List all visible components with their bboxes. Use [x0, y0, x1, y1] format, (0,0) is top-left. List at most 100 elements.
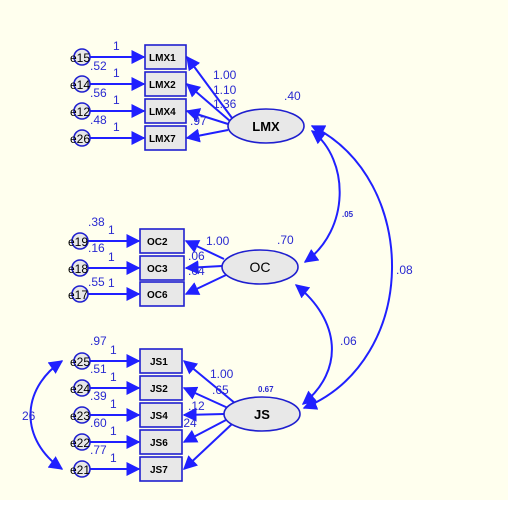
js-block: JS1 JS2 JS4 JS6 JS7 e25 e24 e23 e22 e21 … [70, 334, 301, 482]
error-variance-e14: .56 [90, 86, 107, 100]
error-circle-e12 [73, 102, 91, 120]
fixed-path-e19: 1 [108, 223, 115, 237]
error-variance-e25: .97 [90, 334, 107, 348]
indicator-js4: JS4 [150, 411, 168, 422]
error-label-e12: e12 [70, 105, 90, 119]
error-label-e22: e22 [70, 436, 90, 450]
error-circle-e24 [73, 379, 91, 397]
fixed-path-e15: 1 [113, 39, 120, 53]
indicator-js6: JS6 [150, 438, 168, 449]
error-variance-e24: .51 [90, 362, 107, 376]
loading-label-js1: 1.00 [210, 367, 234, 381]
indicator-oc2-box [139, 228, 185, 254]
indicator-lmx1-box [144, 44, 187, 70]
loading-js-js1 [182, 360, 237, 405]
error-circle-e22 [73, 433, 91, 451]
error-variance-e21: .77 [90, 443, 107, 457]
indicator-js6-box [139, 429, 183, 455]
loading-label-lmx4: 1.36 [213, 97, 237, 111]
loading-label-lmx2: 1.10 [213, 83, 237, 97]
loading-oc-oc3 [184, 260, 223, 275]
error-label-e15: e15 [70, 51, 90, 65]
error-variance-e19: .38 [88, 215, 105, 229]
error-variance-e15: .52 [90, 59, 107, 73]
covariance-lmx-js [302, 125, 393, 410]
error-circle-e15 [73, 48, 91, 66]
error-label-e18: e18 [68, 262, 88, 276]
fixed-path-e26: 1 [113, 120, 120, 134]
cov-lmx-js-label: .08 [396, 263, 413, 277]
latent-oc-variance: .70 [277, 233, 294, 247]
loading-label-js4: .12 [188, 399, 205, 413]
fixed-path-e21: 1 [110, 451, 117, 465]
fixed-path-e22: 1 [110, 424, 117, 438]
cov-e25-e21-label: 26 [22, 409, 36, 423]
loading-label-oc6: .04 [188, 264, 205, 278]
fixed-path-e17: 1 [108, 276, 115, 290]
error-circle-e23 [73, 406, 91, 424]
loading-lmx-lmx1 [186, 55, 233, 119]
error-label-e23: e23 [70, 409, 90, 423]
loading-js-js4 [182, 407, 225, 422]
indicator-lmx2: LMX2 [149, 80, 176, 91]
indicator-oc6: OC6 [147, 290, 168, 301]
fixed-path-e23: 1 [110, 397, 117, 411]
indicator-js2: JS2 [150, 384, 168, 395]
error-variance-e17: .55 [88, 275, 105, 289]
indicator-js2-box [139, 375, 183, 401]
indicator-lmx7: LMX7 [149, 134, 176, 145]
indicator-lmx4-box [144, 98, 187, 124]
indicator-lmx2-box [144, 71, 187, 97]
loading-js-js6 [182, 419, 227, 443]
latent-oc [221, 249, 299, 285]
latent-js-variance: 0.67 [258, 385, 274, 394]
error-label-e17: e17 [68, 288, 88, 302]
error-label-e19: e19 [68, 235, 88, 249]
cov-oc-js-label: .06 [340, 334, 357, 348]
loading-label-js6: .24 [180, 416, 197, 430]
latent-js [223, 396, 301, 432]
fixed-path-e25: 1 [110, 343, 117, 357]
indicator-js7-box [139, 456, 183, 482]
error-circle-e21 [73, 460, 91, 478]
loading-js-js2 [182, 386, 229, 409]
error-circle-e18 [71, 259, 89, 277]
latent-lmx-label: LMX [252, 119, 280, 134]
loading-js-js7 [182, 423, 233, 470]
error-label-e24: e24 [70, 382, 90, 396]
loading-label-lmx7: .97 [190, 114, 207, 128]
loading-label-js2: .65 [212, 383, 229, 397]
latent-js-label: JS [254, 407, 270, 422]
latent-oc-label: OC [250, 259, 271, 275]
indicator-js7: JS7 [150, 465, 168, 476]
oc-block: OC2 OC3 OC6 e19 e18 e17 .38 .16 .55 1 1 … [68, 215, 299, 307]
indicator-js1: JS1 [150, 357, 168, 368]
error-label-e25: e25 [70, 355, 90, 369]
latent-lmx-variance: .40 [284, 89, 301, 103]
fixed-path-e12: 1 [113, 93, 120, 107]
fixed-path-e24: 1 [110, 370, 117, 384]
indicator-lmx4: LMX4 [149, 107, 176, 118]
error-label-e14: e14 [70, 78, 90, 92]
cov-lmx-oc-label: .05 [342, 210, 354, 219]
error-variance-e23: .39 [90, 389, 107, 403]
indicator-oc3: OC3 [147, 264, 168, 275]
error-label-e26: e26 [70, 132, 90, 146]
loading-label-lmx1: 1.00 [213, 68, 237, 82]
loading-label-oc2: 1.00 [206, 234, 230, 248]
error-circle-e14 [73, 75, 91, 93]
loading-oc-oc2 [184, 240, 225, 260]
loading-lmx-lmx7 [185, 128, 229, 143]
loading-label-oc3: .06 [188, 249, 205, 263]
error-circle-e19 [71, 232, 89, 250]
error-variance-e12: .48 [90, 113, 107, 127]
error-circle-e26 [73, 129, 91, 147]
indicator-oc3-box [139, 255, 185, 281]
loading-oc-oc6 [184, 274, 227, 295]
indicator-oc2: OC2 [147, 237, 168, 248]
fixed-path-e18: 1 [108, 250, 115, 264]
lmx-block: LMX1 LMX2 LMX4 LMX7 e15 e14 e12 e26 .52 … [70, 39, 305, 151]
indicator-lmx1: LMX1 [149, 53, 176, 64]
loading-lmx-lmx2 [185, 83, 231, 122]
